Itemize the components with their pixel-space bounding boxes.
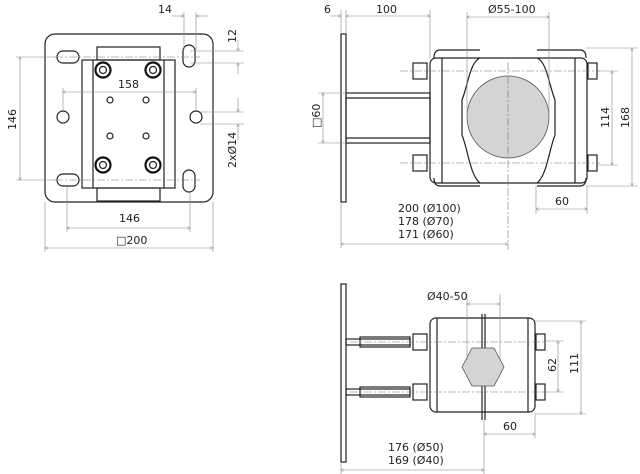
bracket-tab-bottom bbox=[96, 187, 161, 202]
slot-bottom-right bbox=[182, 169, 196, 193]
pipe-section bbox=[466, 75, 550, 159]
u-bolts bbox=[433, 49, 587, 187]
jaw-right bbox=[536, 57, 556, 184]
dim-slot-width: 14 bbox=[158, 3, 172, 16]
dim-arm-length: 100 bbox=[376, 3, 397, 16]
dim-height: 168 bbox=[619, 107, 632, 128]
dim-total-3: 171 (Ø60) bbox=[398, 228, 454, 241]
slot-top-right bbox=[182, 44, 196, 68]
side-view-small: Ø40-50 62 111 60 176 (Ø50) 169 (Ø40) bbox=[340, 283, 586, 474]
wall-plate bbox=[340, 283, 347, 463]
hole-right bbox=[189, 110, 203, 124]
dim-tube: □60 bbox=[310, 104, 323, 128]
dim-clamp-width: 60 bbox=[555, 195, 569, 208]
base-plate bbox=[44, 33, 214, 203]
dim-vertical-spacing: 146 bbox=[6, 109, 19, 130]
dim-bolt-spacing: 114 bbox=[599, 107, 612, 128]
dim-bolt-spacing: 62 bbox=[546, 358, 559, 372]
dim-holes: 2xØ14 bbox=[226, 132, 239, 168]
dim-height: 111 bbox=[568, 353, 581, 374]
front-view: 14 12 146 158 2xØ14 146 □200 bbox=[6, 3, 244, 252]
clamp-body bbox=[429, 57, 588, 184]
dim-clamp-width: 60 bbox=[503, 420, 517, 433]
dim-hole-spacing: 158 bbox=[118, 78, 139, 91]
hole-left bbox=[56, 110, 70, 124]
dim-total-2: 178 (Ø70) bbox=[398, 215, 454, 228]
dim-total-1: 176 (Ø50) bbox=[388, 441, 444, 454]
dim-pipe-range: Ø55-100 bbox=[488, 3, 536, 16]
dim-horizontal-spacing: 146 bbox=[119, 212, 140, 225]
wall-plate bbox=[340, 33, 347, 203]
dim-total-2: 169 (Ø40) bbox=[388, 454, 444, 467]
bracket-tab-top bbox=[96, 46, 161, 61]
dim-plate-thickness: 6 bbox=[324, 3, 331, 16]
dim-total-1: 200 (Ø100) bbox=[398, 202, 461, 215]
bolt-heads bbox=[94, 61, 162, 174]
dim-plate: □200 bbox=[116, 234, 147, 247]
pipe-section bbox=[461, 347, 505, 387]
side-view-large: 6 100 Ø55-100 □60 114 168 60 200 (Ø100) … bbox=[310, 3, 638, 250]
bracket-body bbox=[81, 59, 176, 189]
dim-slot-length: 12 bbox=[226, 29, 239, 43]
dim-pipe-range: Ø40-50 bbox=[427, 290, 468, 303]
arm-tube bbox=[345, 92, 431, 144]
nut bbox=[412, 62, 428, 80]
jaw-left bbox=[461, 57, 481, 184]
